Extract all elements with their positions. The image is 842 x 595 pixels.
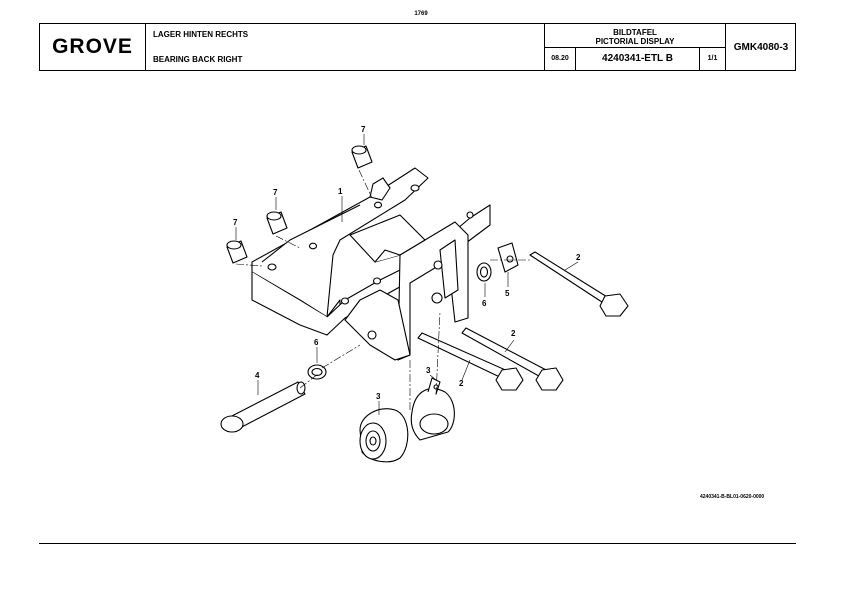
callout-3-left: 3	[376, 392, 381, 401]
callout-7-mid: 7	[273, 188, 278, 197]
grove-logo: GROVE	[40, 24, 146, 70]
logo-text: GROVE	[52, 35, 133, 58]
callout-5: 5	[505, 289, 510, 298]
callout-4: 4	[255, 371, 260, 380]
callout-2-lower: 2	[459, 379, 464, 388]
drawing-reference: 4240341-B-BL01-0620-0000	[700, 494, 765, 500]
bushing-part-7-mid	[266, 211, 288, 235]
bracket-part-1	[251, 167, 491, 361]
pictorial-english: PICTORIAL DISPLAY	[595, 37, 675, 46]
title-cell: LAGER HINTEN RECHTS BEARING BACK RIGHT	[146, 24, 545, 70]
bushing-part-7-top	[351, 145, 373, 169]
callout-7-left: 7	[233, 218, 238, 227]
title-german: LAGER HINTEN RECHTS	[153, 30, 249, 39]
callout-6-left: 6	[314, 338, 319, 347]
callout-6-right: 6	[482, 299, 487, 308]
pictorial-cell: BILDTAFEL PICTORIAL DISPLAY	[545, 24, 726, 48]
bushing-part-7-left	[226, 240, 248, 264]
callout-3-right: 3	[426, 366, 431, 375]
callout-2-right: 2	[576, 253, 581, 262]
bolt-part-2-lower	[417, 332, 524, 391]
buffer-part-3-right	[410, 377, 455, 441]
pin-part-4	[220, 381, 306, 433]
callout-2-middle: 2	[511, 329, 516, 338]
model-number: GMK4080-3	[733, 41, 789, 53]
callout-7-top: 7	[361, 125, 366, 134]
footer-rule	[39, 543, 796, 544]
title-english: BEARING BACK RIGHT	[153, 55, 243, 64]
document-number: 4240341-ETL B	[576, 48, 700, 70]
bolt-part-2-right	[529, 251, 629, 317]
title-block: GROVE LAGER HINTEN RECHTS BEARING BACK R…	[39, 23, 796, 71]
sheet-number: 1/1	[700, 48, 726, 70]
callout-1: 1	[338, 187, 343, 196]
page-number: 1769	[414, 11, 428, 17]
buffer-part-3-left	[359, 408, 409, 463]
bolt-part-2-middle	[461, 327, 564, 391]
pictorial-german: BILDTAFEL	[613, 28, 657, 37]
date-cell: 08.20	[545, 48, 576, 70]
